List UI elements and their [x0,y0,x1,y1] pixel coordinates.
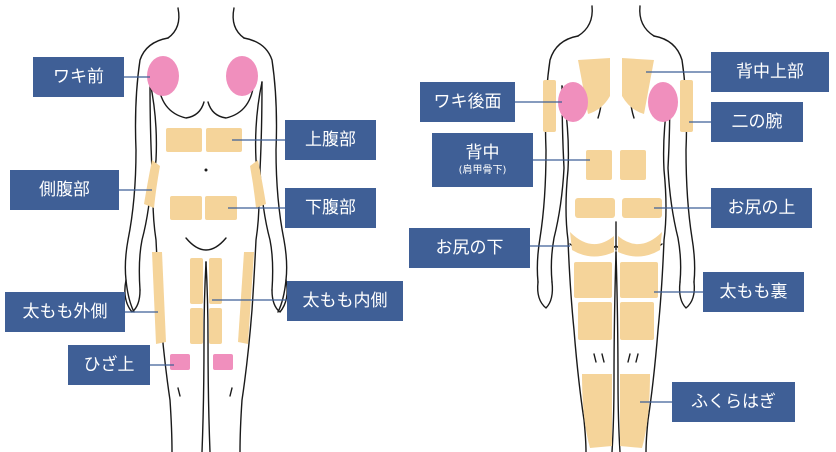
back-arm-left-zone [543,80,556,132]
back-underarm-left-zone [558,82,588,122]
calf-left-zone [582,374,612,448]
label-above-buttocks-text: お尻の上 [727,197,796,218]
label-inner-thigh: 太もも内側 [287,281,403,321]
back-leader-lines [515,71,711,403]
label-back: 背中 (肩甲骨下) [432,133,533,187]
back-figure-outline [536,5,696,452]
back-zones [543,58,693,448]
label-lower-abdomen: 下腹部 [285,188,376,228]
back-arm-right-zone [680,80,693,132]
label-above-knee: ひざ上 [68,345,150,385]
label-upper-back: 背中上部 [711,52,829,92]
label-calf-text: ふくらはぎ [691,391,776,412]
back-thigh-lr-zone [620,302,654,340]
above-knee-right-zone [213,354,233,370]
above-buttocks-left-zone [575,198,615,218]
back-thigh-ll-zone [578,302,612,340]
outer-thigh-right-zone [238,252,254,344]
label-outer-thigh: 太もも外側 [5,292,125,332]
label-back-text: 背中 [465,142,500,163]
side-abdomen-left-zone [144,160,160,208]
front-zones [144,56,266,370]
label-arm-text: 二の腕 [731,111,783,132]
inner-thigh-ll-zone [190,258,203,304]
label-inner-thigh-text: 太もも内側 [302,290,388,311]
above-buttocks-right-zone [622,198,662,218]
label-upper-back-text: 背中上部 [736,61,804,82]
below-buttocks-right-zone [618,232,662,257]
front-underarm-left-zone [147,56,179,96]
outer-thigh-left-zone [152,252,166,344]
lower-abdomen-right-zone [205,196,237,220]
label-front-underarm: ワキ前 [33,57,124,97]
below-buttocks-left-zone [570,232,614,257]
back-underarm-right-zone [648,82,678,122]
label-side-abdomen: 側腹部 [10,170,119,210]
label-upper-abdomen-text: 上腹部 [305,129,356,150]
label-back-thigh-text: 太もも裏 [719,281,788,302]
label-upper-abdomen: 上腹部 [285,120,376,160]
label-calf: ふくらはぎ [672,382,795,422]
inner-thigh-ur-zone [209,308,222,344]
upper-abdomen-right-zone [206,128,242,152]
label-below-buttocks-text: お尻の下 [435,237,504,258]
back-left-zone [586,150,612,180]
label-back-subtext: (肩甲骨下) [458,165,507,177]
label-below-buttocks: お尻の下 [409,228,530,268]
label-outer-thigh-text: 太もも外側 [22,301,108,322]
back-thigh-ur-zone [620,262,658,298]
above-knee-left-zone [170,354,190,370]
label-lower-abdomen-text: 下腹部 [305,197,356,218]
side-abdomen-right-zone [250,160,266,208]
label-side-abdomen-text: 側腹部 [39,179,90,200]
front-underarm-right-zone [226,56,258,96]
back-thigh-ul-zone [574,262,612,298]
label-back-underarm-text: ワキ後面 [433,91,502,112]
inner-thigh-ul-zone [190,308,203,344]
upper-abdomen-left-zone [166,128,202,152]
label-above-knee-text: ひざ上 [83,354,135,375]
label-back-thigh: 太もも裏 [703,272,804,312]
label-back-underarm: ワキ後面 [420,82,515,122]
label-arm: 二の腕 [711,102,803,142]
front-leader-lines [119,76,287,366]
calf-right-zone [620,374,650,448]
inner-thigh-lr-zone [209,258,222,304]
back-right-zone [620,150,646,180]
front-navel-mark [204,168,208,172]
label-above-buttocks: お尻の上 [711,188,812,228]
label-front-underarm-text: ワキ前 [53,66,104,87]
lower-abdomen-left-zone [170,196,202,220]
